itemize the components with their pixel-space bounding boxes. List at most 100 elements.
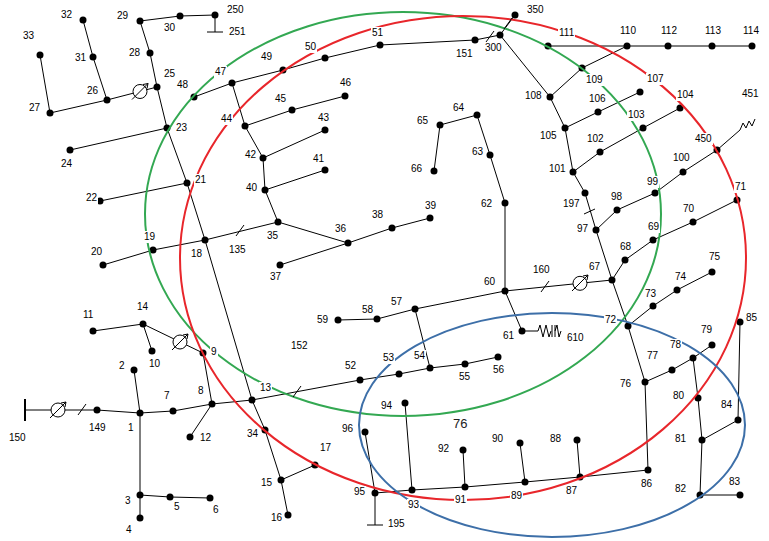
bus-dot xyxy=(427,365,434,372)
bus-number: 39 xyxy=(424,200,437,212)
line-segment xyxy=(399,368,430,374)
bus-number: 88 xyxy=(549,433,562,445)
line-segment xyxy=(278,222,348,243)
bus-dot xyxy=(497,32,504,39)
bus-number: 98 xyxy=(610,191,623,203)
bus-dot xyxy=(502,200,509,207)
bus-dot xyxy=(412,306,419,313)
line-segment xyxy=(700,495,740,496)
bus-dot xyxy=(709,43,716,50)
bus-number: 8 xyxy=(197,385,205,397)
line-segment xyxy=(134,370,140,413)
bus-dot xyxy=(650,303,657,310)
line-segment xyxy=(430,364,465,368)
bus-number: 42 xyxy=(244,149,257,161)
bus-number: 18 xyxy=(190,248,203,260)
bus-dot xyxy=(187,434,194,441)
line-segment xyxy=(143,324,152,351)
bus-number: 29 xyxy=(116,10,129,22)
bus-number: 12 xyxy=(199,432,212,444)
line-segment xyxy=(693,358,698,398)
bus-number: 150 xyxy=(8,432,27,444)
bus-number: 10 xyxy=(148,358,161,370)
bus-number: 111 xyxy=(558,27,575,39)
bus-dot xyxy=(137,410,144,417)
bus-number: 87 xyxy=(565,485,578,497)
bus-dot xyxy=(170,408,177,415)
line-segment xyxy=(280,243,348,265)
line-segment xyxy=(712,46,752,47)
line-segment xyxy=(150,53,157,87)
line-segment xyxy=(292,96,345,110)
line-segment xyxy=(97,410,140,413)
bus-number: 28 xyxy=(128,47,141,59)
bus-number: 38 xyxy=(371,209,384,221)
bus-number: 45 xyxy=(274,93,287,105)
bus-number: 67 xyxy=(588,261,601,273)
line-segment xyxy=(565,112,598,128)
bus-dot xyxy=(37,52,44,59)
bus-number: 84 xyxy=(720,399,733,411)
bus-number: 104 xyxy=(676,89,695,101)
bus-number: 79 xyxy=(700,324,713,336)
bus-number: 5 xyxy=(173,501,181,513)
bus-dot xyxy=(574,437,581,444)
line-segment xyxy=(140,495,170,497)
bus-dot xyxy=(437,122,444,129)
line-segment xyxy=(283,58,325,70)
line-segment xyxy=(377,309,415,319)
bus-dot xyxy=(322,167,329,174)
bus-dot xyxy=(345,240,352,247)
bus-dot xyxy=(137,515,144,522)
line-segment xyxy=(505,291,522,331)
bus-dot xyxy=(495,354,502,361)
bus-number: 76 xyxy=(619,378,632,390)
switch-symbol xyxy=(584,209,595,214)
bus-number: 112 xyxy=(660,25,678,37)
bus-dot xyxy=(342,93,349,100)
bus-number: 4 xyxy=(125,524,133,536)
bus-number: 108 xyxy=(524,90,543,102)
switch-symbol xyxy=(236,225,244,236)
bus-dot xyxy=(80,17,87,24)
bus-dot xyxy=(209,401,216,408)
bus-number: 70 xyxy=(682,203,695,215)
bus-number: 86 xyxy=(640,478,653,490)
bus-dot xyxy=(277,262,284,269)
line-segment xyxy=(380,40,475,45)
bus-dot xyxy=(396,371,403,378)
bus-dot xyxy=(665,43,672,50)
line-segment xyxy=(550,97,565,128)
zone-outline xyxy=(180,16,746,500)
regulator-arrow xyxy=(172,334,188,350)
source-bar xyxy=(24,399,26,421)
bus-number: 450 xyxy=(694,133,713,145)
bus-number: 19 xyxy=(143,231,156,243)
line-segment xyxy=(668,46,712,47)
bus-number: 251 xyxy=(228,26,247,38)
bus-number: 101 xyxy=(548,163,567,175)
line-segment xyxy=(702,420,738,440)
bus-number: 151 xyxy=(455,48,474,60)
bus-dot xyxy=(90,328,97,335)
bus-dot xyxy=(249,397,256,404)
bus-dot xyxy=(285,512,292,519)
bus-dot xyxy=(67,147,74,154)
bus-number: 451 xyxy=(741,88,760,100)
bus-number: 36 xyxy=(334,223,347,235)
bus-dot xyxy=(642,379,649,386)
bus-number: 94 xyxy=(380,400,393,412)
bus-number: 54 xyxy=(413,350,426,362)
bus-dot xyxy=(137,18,144,25)
bus-dot xyxy=(462,361,469,368)
bus-number: 46 xyxy=(339,77,352,89)
line-segment xyxy=(440,115,477,125)
bus-dot xyxy=(472,37,479,44)
regulator-symbol xyxy=(51,403,65,417)
bus-number: 77 xyxy=(646,350,659,362)
bus-dot xyxy=(147,50,154,57)
bus-number: 110 xyxy=(619,25,637,37)
bus-number: 90 xyxy=(491,433,504,445)
bus-number: 52 xyxy=(344,360,357,372)
